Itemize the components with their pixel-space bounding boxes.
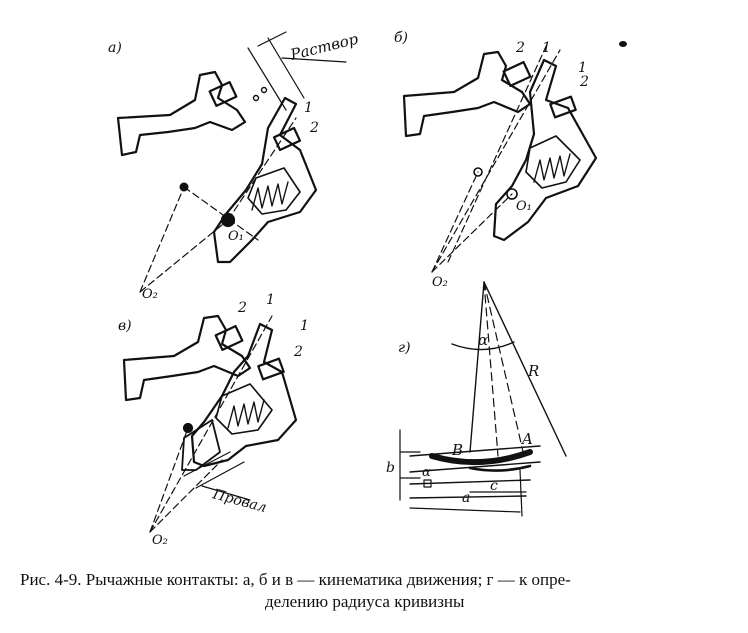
panel-b-part-1-right-label: 1 (578, 60, 587, 76)
panel-v-part-2-left-label: 2 (237, 300, 247, 316)
panel-g-angle-label: α (478, 331, 488, 349)
panel-b-part-2-right-label: 2 (579, 74, 589, 90)
panel-a-gap-label: Раствор (288, 30, 361, 65)
panel-b-construction-lines (431, 41, 561, 273)
panel-g-point-b-label: B (451, 441, 463, 459)
panel-a-construction-lines (139, 117, 297, 293)
panel-a-pivot-2-label: O₂ (142, 287, 158, 302)
caption-line-2: делению радиуса кривизны (265, 592, 465, 611)
panel-a-mechanism (116, 70, 318, 264)
panel-g-geometry (399, 281, 567, 517)
panel-b-label: б) (394, 30, 408, 46)
panel-v-pivot-2-label: O₂ (152, 533, 168, 548)
caption-line-1: Рис. 4-9. Рычажные контакты: а, б и в — … (20, 570, 571, 589)
panel-v-construction-lines (149, 315, 273, 533)
panel-v-part-2-right-label: 2 (293, 344, 303, 360)
panel-g-point-a-label: A (520, 430, 533, 448)
panel-a-label: а) (108, 40, 122, 56)
panel-v-travel-dimension (183, 451, 251, 501)
panel-b-mechanism (402, 41, 627, 242)
panel-g-dim-a-label: a (462, 490, 470, 506)
panel-g-dim-c-label: c (490, 478, 498, 494)
panel-a-pivot-1-label: O₁ (228, 229, 244, 244)
panel-g-dim-b-label: b (386, 460, 395, 476)
panel-b-part-1-left-label: 1 (542, 40, 551, 56)
panel-b-pivot-1-label: O₁ (516, 199, 532, 214)
panel-v-travel-label: Провал (210, 486, 268, 516)
panel-b-pivot-2-label: O₂ (432, 275, 448, 290)
panel-v-label: в) (118, 318, 132, 334)
panel-v-part-1-right-label: 1 (300, 318, 309, 334)
panel-v-mechanism (122, 314, 298, 471)
figure-drawing: а) Раствор 1 2 O₁ O₂ б) 2 1 1 2 O₁ O₂ в)… (108, 30, 627, 548)
panel-a-gap-dimension (247, 31, 347, 111)
panel-a-part-2-label: 2 (309, 120, 319, 136)
panel-b-part-2-left-label: 2 (515, 40, 525, 56)
panel-g-label: г) (398, 340, 411, 356)
panel-a-part-1-label: 1 (304, 100, 313, 116)
panel-v-part-1-left-label: 1 (266, 292, 275, 308)
panel-g-angle-small-label: α (422, 465, 431, 480)
panel-g-radius-label: R (527, 362, 539, 380)
